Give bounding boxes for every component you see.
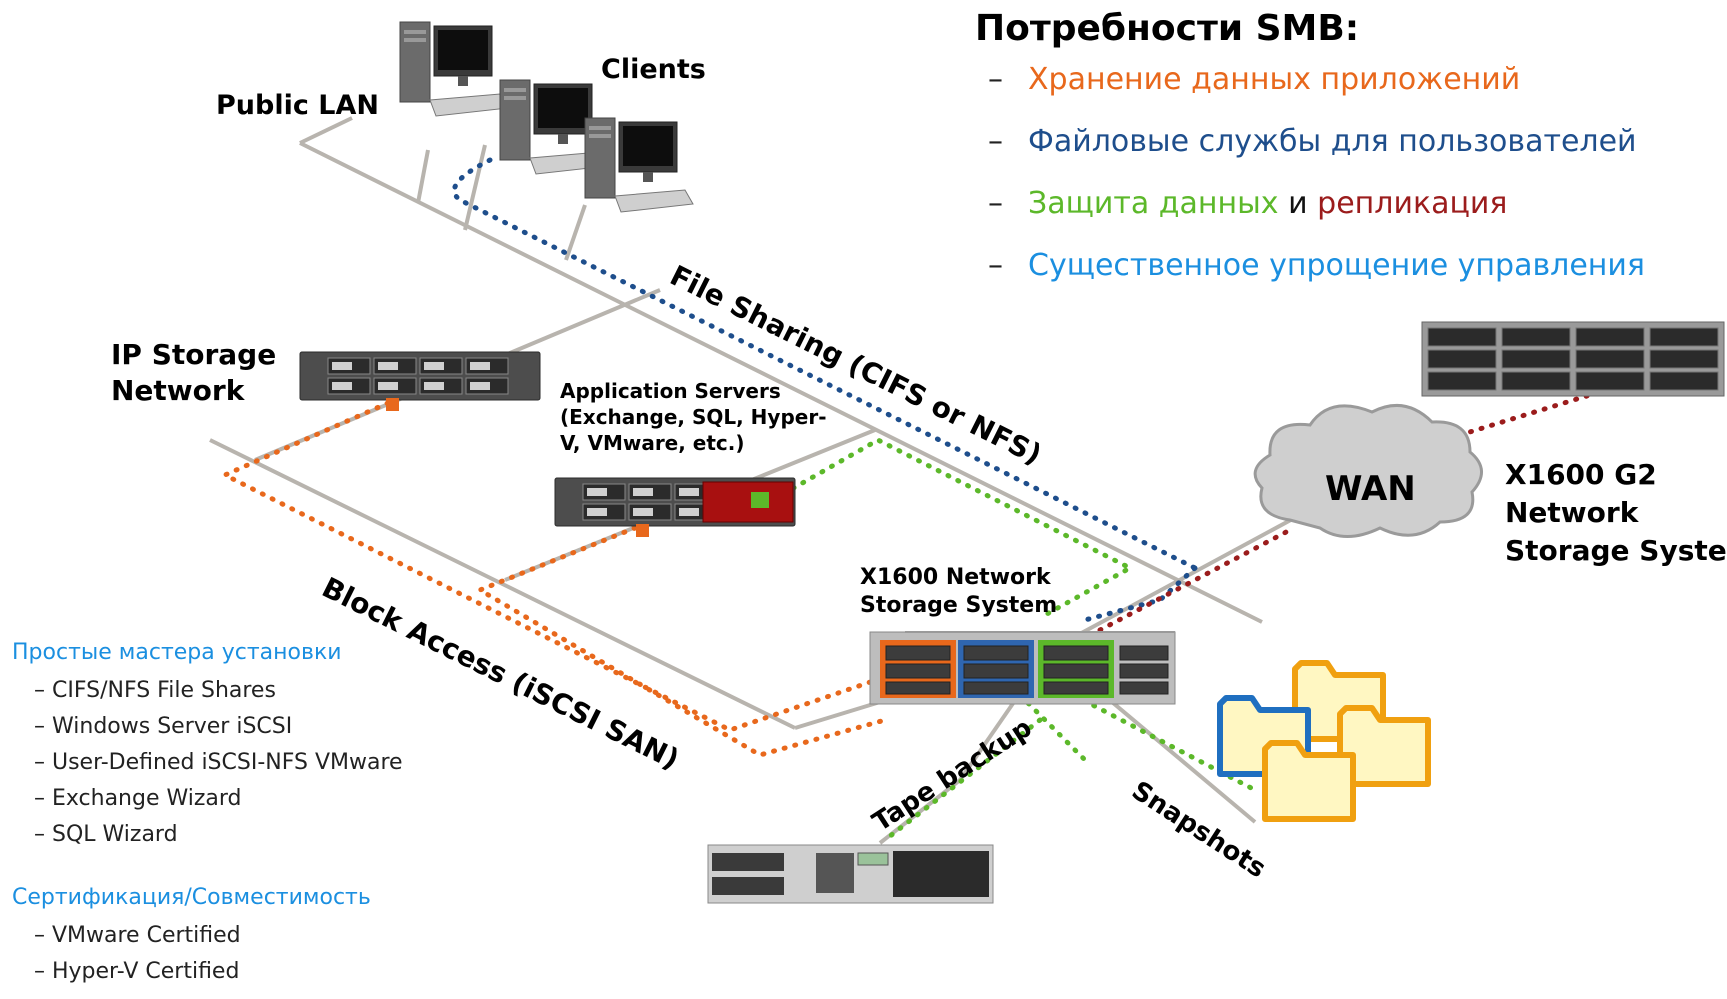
list-item: –Файловые службы для пользователей bbox=[988, 124, 1637, 159]
rack-server-icon bbox=[299, 351, 541, 401]
need-text: и bbox=[1288, 186, 1308, 221]
rack-server-icon bbox=[869, 631, 1176, 705]
certification-list: – VMware Certified – Hyper-V Certified bbox=[12, 923, 371, 995]
need-text: Файловые службы для пользователей bbox=[1028, 124, 1637, 159]
port-icon bbox=[386, 398, 399, 411]
list-item: – Hyper-V Certified bbox=[34, 959, 240, 984]
app-servers-label: (Exchange, SQL, Hyper- bbox=[560, 405, 827, 429]
wizards-list: – CIFS/NFS File Shares – Windows Server … bbox=[12, 678, 403, 858]
need-text: Защита данных bbox=[1028, 186, 1279, 221]
smb-needs-title: Потребности SMB: bbox=[975, 8, 1360, 49]
wan-label: WAN bbox=[1325, 469, 1416, 509]
folder-icon bbox=[1265, 743, 1353, 819]
tape-library-icon bbox=[707, 844, 994, 904]
rack-server-icon bbox=[554, 477, 796, 527]
app-servers-label: Application Servers bbox=[560, 379, 781, 403]
block-access-link bbox=[219, 400, 888, 758]
wizards-block: Простые мастера установки – CIFS/NFS Fil… bbox=[12, 640, 403, 858]
x1600-label: Storage System bbox=[860, 593, 1057, 618]
certification-block: Сертификация/Совместимость – VMware Cert… bbox=[12, 885, 371, 995]
list-item: – Windows Server iSCSI bbox=[34, 714, 293, 739]
cloud-icon bbox=[1253, 404, 1483, 538]
x1600g2-label: Storage System bbox=[1505, 534, 1727, 567]
clients-label: Clients bbox=[601, 54, 706, 85]
certification-heading: Сертификация/Совместимость bbox=[12, 885, 371, 910]
wizards-heading: Простые мастера установки bbox=[12, 640, 342, 665]
need-text: репликация bbox=[1317, 186, 1508, 221]
x1600g2-label: Network bbox=[1505, 496, 1640, 529]
desktop-computer-icon bbox=[399, 21, 509, 117]
x1600-label: X1600 Network bbox=[860, 565, 1052, 590]
rack-server-icon bbox=[1421, 321, 1725, 397]
snapshots-label: Snapshots bbox=[1126, 776, 1271, 885]
list-item: – SQL Wizard bbox=[34, 822, 178, 847]
wan-replication-link bbox=[1097, 372, 1658, 633]
list-item: –Хранение данных приложений bbox=[988, 62, 1521, 97]
public-lan-label: Public LAN bbox=[216, 90, 379, 121]
list-item: – Exchange Wizard bbox=[34, 786, 242, 811]
app-servers-label: V, VMware, etc.) bbox=[560, 431, 745, 455]
list-item: –Защита данных и репликация bbox=[988, 186, 1508, 221]
need-text: Хранение данных приложений bbox=[1028, 62, 1521, 97]
x1600g2-label: X1600 G2 bbox=[1505, 458, 1657, 491]
list-item: – VMware Certified bbox=[34, 923, 241, 948]
ip-storage-label: Network bbox=[111, 374, 246, 407]
list-item: – User-Defined iSCSI-NFS VMware bbox=[34, 750, 403, 775]
list-item: –Существенное упрощение управления bbox=[988, 248, 1645, 283]
list-item: – CIFS/NFS File Shares bbox=[34, 678, 276, 703]
port-icon bbox=[636, 524, 649, 537]
smb-needs-list: –Хранение данных приложений –Файловые сл… bbox=[988, 62, 1645, 310]
tape-backup-label: Tape backup bbox=[867, 713, 1037, 838]
ip-storage-label: IP Storage bbox=[111, 338, 276, 371]
desktop-computer-icon bbox=[584, 117, 694, 213]
need-text: Существенное упрощение управления bbox=[1028, 248, 1645, 283]
